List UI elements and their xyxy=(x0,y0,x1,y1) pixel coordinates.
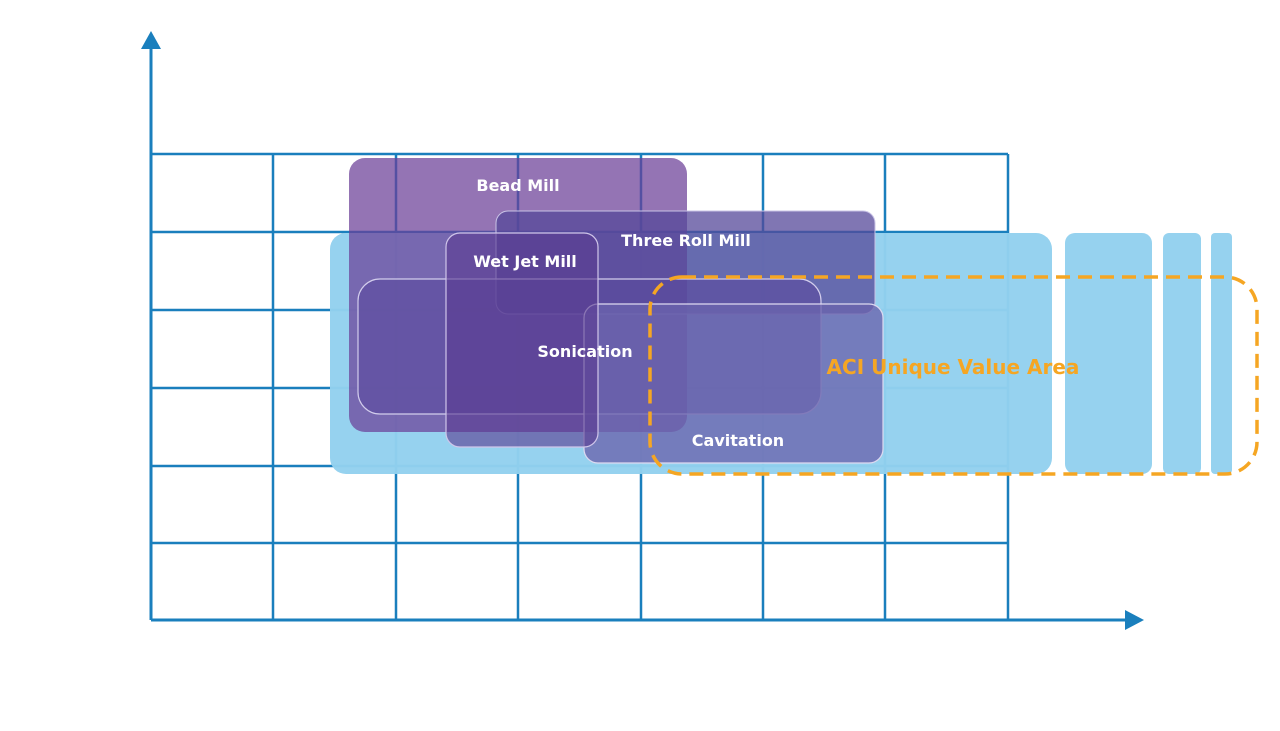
axes xyxy=(141,31,1144,630)
light-blue-bar xyxy=(1211,233,1232,474)
y-axis-arrow-icon xyxy=(141,31,161,49)
label-cavitation: Cavitation xyxy=(692,431,784,450)
label-bead-mill: Bead Mill xyxy=(476,176,559,195)
label-aci-unique-value-area: ACI Unique Value Area xyxy=(827,355,1080,379)
aci-unique-value-area-outline xyxy=(648,275,1259,476)
label-wet-jet-mill: Wet Jet Mill xyxy=(473,252,577,271)
label-three-roll-mill: Three Roll Mill xyxy=(621,231,751,250)
x-axis-arrow-icon xyxy=(1125,610,1144,630)
wet-jet-mill-region xyxy=(445,232,599,448)
label-sonication: Sonication xyxy=(537,342,632,361)
light-blue-bar xyxy=(1065,233,1152,474)
light-blue-bar xyxy=(1163,233,1201,474)
